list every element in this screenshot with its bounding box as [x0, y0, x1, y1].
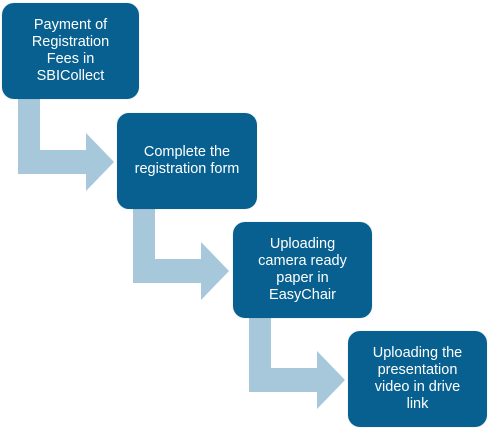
step-label: Uploading the presentation video in driv…: [372, 345, 463, 412]
step-box-camera-ready-upload: Uploading camera ready paper in EasyChai…: [233, 222, 372, 318]
step-label: Complete the registration form: [134, 144, 240, 177]
bent-arrow-1: [18, 99, 114, 191]
step-box-presentation-video-upload: Uploading the presentation video in driv…: [348, 331, 487, 427]
bent-arrow-3: [249, 318, 345, 409]
step-label: Uploading camera ready paper in EasyChai…: [258, 236, 347, 303]
step-box-registration-form: Complete the registration form: [117, 113, 257, 209]
bent-arrow-2: [133, 209, 229, 300]
step-label: Payment of Registration Fees in SBIColle…: [31, 17, 110, 84]
step-box-payment: Payment of Registration Fees in SBIColle…: [2, 3, 139, 99]
